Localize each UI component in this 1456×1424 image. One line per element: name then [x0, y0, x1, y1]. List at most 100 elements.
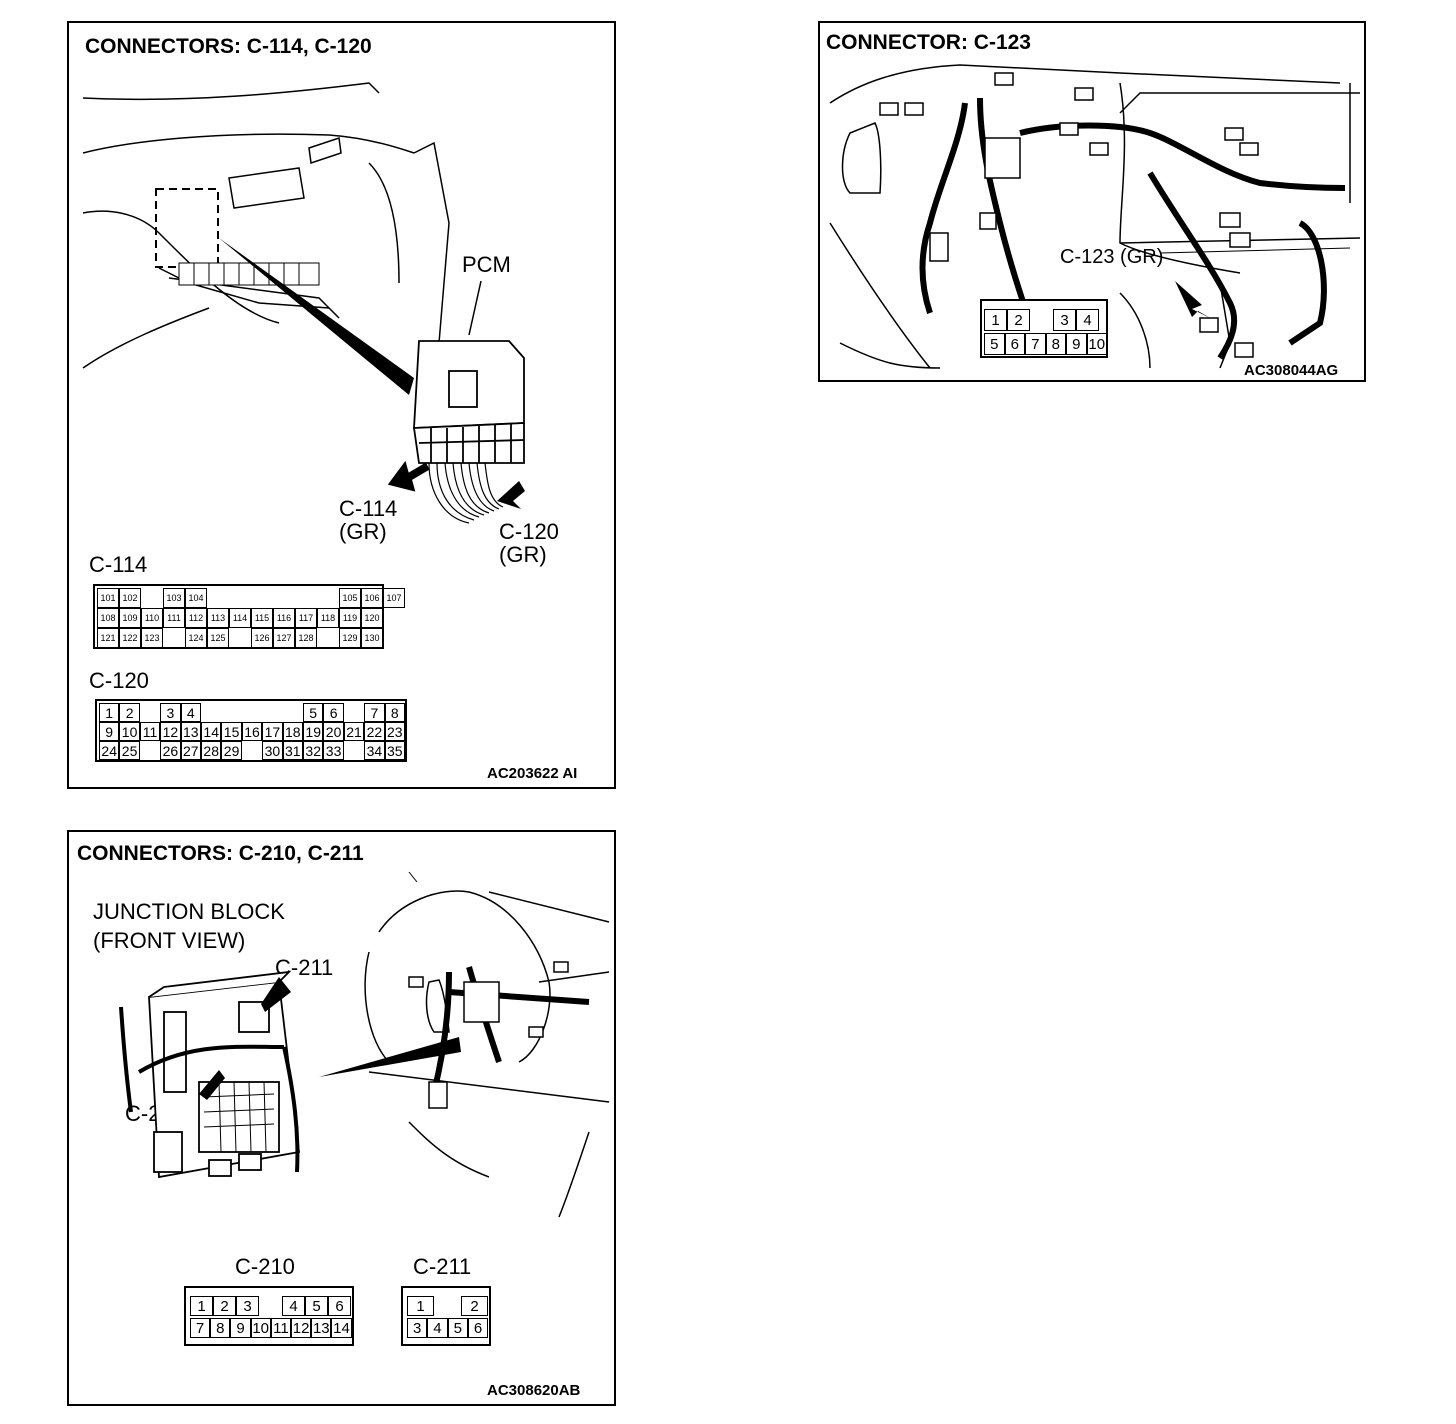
pin-cell: 6 [1004, 333, 1025, 355]
pin-cell: 4 [282, 1296, 305, 1316]
pin-cell: 22 [364, 722, 385, 741]
pin-cell: 102 [119, 588, 141, 608]
pin-cell: 120 [361, 608, 383, 628]
pin-cell: 13 [311, 1318, 332, 1338]
pin-cavity-empty [434, 1296, 461, 1316]
pin-cell: 110 [141, 608, 163, 628]
c123-arrow-label: C-123 (GR) [1060, 246, 1164, 268]
pin-cell: 17 [262, 722, 283, 741]
pin-cell: 10 [250, 1318, 271, 1338]
c120-arrow-label-line2: (GR) [499, 542, 547, 568]
c120-arrow-label: C-120 (GR) [499, 520, 559, 566]
pin-cell: 108 [97, 608, 119, 628]
figure-code: AC203622 AI [487, 765, 578, 782]
pin-cell: 1 [407, 1296, 434, 1316]
pin-cavity-empty [1030, 309, 1053, 331]
pin-cell: 123 [141, 628, 163, 648]
pin-cavity-empty [251, 588, 273, 608]
pin-cell: 3 [236, 1296, 259, 1316]
pin-cell: 128 [295, 628, 317, 648]
pin-cell: 29 [221, 741, 242, 760]
pin-cell: 16 [241, 722, 263, 741]
c211-heading: C-211 [413, 1254, 472, 1279]
pin-cell: 13 [180, 722, 201, 741]
pin-cell: 34 [364, 741, 385, 760]
pin-cell: 20 [323, 722, 344, 741]
pin-cell: 8 [384, 703, 405, 722]
pin-cell: 23 [384, 722, 405, 741]
pin-cell: 18 [282, 722, 303, 741]
pin-cavity-empty [295, 588, 317, 608]
c120-heading: C-120 [89, 668, 149, 693]
panel-title: CONNECTOR: C-123 [826, 31, 1031, 54]
pin-cell: 104 [185, 588, 207, 608]
pin-cell: 124 [185, 628, 207, 648]
pin-cavity-empty [273, 588, 295, 608]
panel-title: CONNECTORS: C-210, C-211 [77, 842, 364, 865]
panel-pcm-connectors: CONNECTORS: C-114, C-120 [67, 21, 616, 789]
c210-heading: C-210 [235, 1254, 295, 1279]
pin-cell: 2 [213, 1296, 236, 1316]
pin-cell: 3 [160, 703, 181, 722]
pin-cell: 5 [303, 703, 324, 722]
pin-cell: 19 [303, 722, 324, 741]
pcm-label: PCM [462, 252, 511, 277]
pin-cell: 2 [1007, 309, 1030, 331]
pin-cell: 9 [1066, 333, 1087, 355]
pin-cell: 119 [339, 608, 361, 628]
pin-cell: 8 [210, 1318, 231, 1338]
pin-cell: 112 [185, 608, 207, 628]
pin-cell: 30 [262, 741, 283, 760]
pin-cell: 130 [361, 628, 383, 648]
pin-cell: 101 [97, 588, 119, 608]
pin-cell: 7 [1025, 333, 1046, 355]
pin-cell: 7 [190, 1318, 211, 1338]
pin-cell: 26 [160, 741, 181, 760]
figure-code: AC308044AG [1244, 362, 1339, 379]
pin-cell: 10 [1086, 333, 1107, 355]
junction-block-illustration [119, 871, 610, 1218]
pin-cell: 4 [180, 703, 201, 722]
pin-cell: 113 [207, 608, 229, 628]
pin-cavity-empty [344, 741, 364, 760]
pin-cell: 33 [323, 741, 344, 760]
c211-arrow-label: C-211 [275, 955, 334, 980]
pin-cell: 1 [99, 703, 120, 722]
pin-cell: 111 [163, 608, 185, 628]
pin-cell: 129 [339, 628, 361, 648]
pin-cell: 12 [291, 1318, 312, 1338]
junction-block-label: JUNCTION BLOCK [93, 899, 285, 924]
pin-cell: 105 [339, 588, 361, 608]
pin-cell: 5 [447, 1318, 468, 1338]
pin-cell: 9 [230, 1318, 251, 1338]
pin-cell: 2 [119, 703, 140, 722]
pin-cell: 109 [119, 608, 141, 628]
pin-cavity-empty [163, 628, 185, 648]
pin-cavity-empty [140, 741, 160, 760]
c120-arrow-label-line1: C-120 [499, 519, 559, 544]
pin-cell: 103 [163, 588, 185, 608]
pin-cell: 35 [384, 741, 405, 760]
pin-cell: 117 [295, 608, 317, 628]
pin-cell: 3 [1053, 309, 1076, 331]
c114-heading: C-114 [89, 552, 148, 577]
pin-cavity-empty [317, 628, 339, 648]
pin-cell: 5 [984, 333, 1005, 355]
pin-cell: 14 [201, 722, 222, 741]
pin-cell: 125 [207, 628, 229, 648]
pin-cell: 28 [201, 741, 222, 760]
pin-cavity-empty [242, 741, 262, 760]
pin-cell: 121 [97, 628, 119, 648]
pin-cell: 7 [364, 703, 385, 722]
pin-cell: 11 [139, 722, 161, 741]
pin-cell: 107 [383, 588, 405, 608]
pin-cell: 126 [251, 628, 273, 648]
pin-cavity-empty [201, 703, 221, 722]
pin-cavity-empty [140, 703, 160, 722]
pcm-location-illustration [82, 82, 525, 524]
pin-cell: 31 [282, 741, 303, 760]
pin-cell: 14 [331, 1318, 352, 1338]
pin-cavity-empty [259, 1296, 282, 1316]
